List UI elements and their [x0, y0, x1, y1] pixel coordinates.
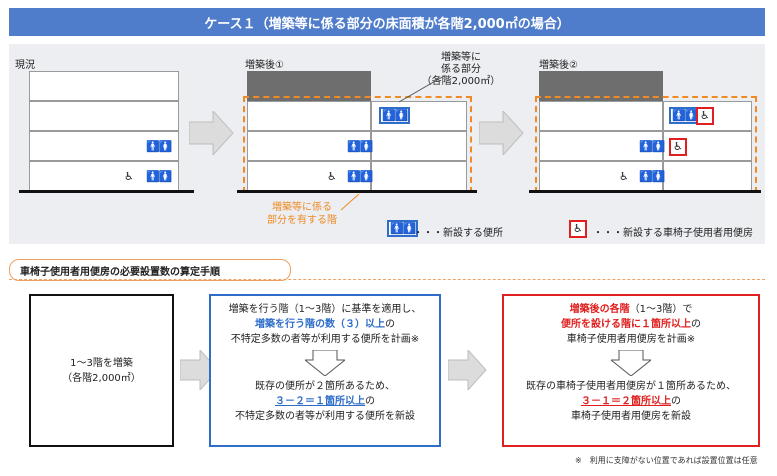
- existing-toilet-icon: 🚹🚺: [347, 140, 373, 153]
- suffix-text: の: [365, 396, 375, 407]
- arrow-right-icon: [189, 111, 234, 155]
- existing-toilet-icon: 🚹🚺: [146, 170, 172, 183]
- procedure-section-title: 車椅子使用者用便房の必要設置数の算定手順: [9, 259, 291, 281]
- step-wheelchair-box: 増築後の各階（1～3階）で 便所を設ける階に１箇所以上の 車椅子使用者用便房を計…: [502, 294, 760, 447]
- step-wheelchair-line: 既存の車椅子使用者用便房が１箇所あるため、: [526, 381, 736, 392]
- section-divider: [9, 279, 765, 280]
- building-diagram-panel: 現況 🚹🚺 ♿ 🚹🚺 増築後① 🚹🚺 🚹🚺 ♿ 🚹🚺 増築等に 係る部分 （各階…: [9, 44, 765, 244]
- legend-wheelchair-icon: ♿: [569, 220, 587, 238]
- after2-label: 増築後②: [539, 60, 578, 71]
- current-floor-2: [29, 131, 179, 161]
- step-wheelchair-line: 車椅子使用者用便房を新設: [571, 411, 691, 422]
- new-wheelchair-toilet-icon: ♿: [669, 138, 687, 156]
- step-toilet-line: 増築を行う階（1～3階）に基準を適用し、: [228, 304, 422, 315]
- suffix-text: の: [671, 396, 681, 407]
- legend-toilet-icon: 🚹🚺: [387, 220, 419, 237]
- arrow-down-icon: [305, 350, 345, 376]
- suffix-text: の: [385, 319, 395, 330]
- ground-line: [19, 190, 194, 193]
- extension-area-label: 増築等に 係る部分 （各階2,000㎡）: [411, 52, 511, 88]
- highlight-text: 増築を行う階の数（３）以上: [255, 319, 385, 330]
- legend-new-wheelchair-toilet: ・・・新設する車椅子使用者用便房: [593, 228, 753, 239]
- after2-floor-3: [539, 101, 663, 131]
- step-toilet-line: 既存の便所が２箇所あるため、: [255, 381, 395, 392]
- floor-callout-line: 増築等に係る: [272, 202, 332, 213]
- callout-line: [340, 193, 360, 211]
- arrow-down-icon: [611, 350, 651, 376]
- step-start-line: 1～3階を増築: [70, 357, 133, 369]
- new-toilet-icon: 🚹🚺: [669, 107, 701, 124]
- floor-callout-line: 部分を有する階: [267, 215, 337, 226]
- after2-floor-2: [539, 131, 663, 161]
- existing-wheelchair-icon: ♿: [327, 170, 337, 183]
- suffix-text: の: [691, 319, 701, 330]
- callout-line: [398, 75, 445, 103]
- existing-toilet-icon: 🚹🚺: [146, 140, 172, 153]
- step-wheelchair-line: 車椅子使用者用便房を計画※: [566, 334, 696, 345]
- highlight-text: ３－２＝１箇所以上: [275, 396, 365, 407]
- legend-new-toilet: ・・・新設する便所: [413, 228, 503, 239]
- after1-ext-floor-2: [371, 131, 467, 161]
- floor-callout-label: 増築等に係る 部分を有する階: [267, 201, 337, 227]
- ground-line: [237, 190, 477, 193]
- step-start-line: （各階2,000㎡）: [62, 372, 141, 384]
- highlight-text: 便所を設ける階に１箇所以上: [561, 319, 691, 330]
- highlight-text: 増築後の各階: [569, 304, 630, 315]
- current-label: 現況: [15, 60, 35, 71]
- footnote: ※ 利用に支障がない位置であれば設置位置は任意: [575, 456, 758, 465]
- extension-label-line: （各階2,000㎡）: [421, 76, 501, 87]
- step-start-box: 1～3階を増築 （各階2,000㎡）: [29, 294, 174, 447]
- step-wheelchair-line: ３－１＝２箇所以上の: [504, 394, 758, 409]
- arrow-right-icon: [448, 350, 487, 390]
- extension-label-line: 係る部分: [441, 64, 481, 75]
- arrow-right-icon: [479, 111, 524, 155]
- after1-label: 増築後①: [245, 60, 284, 71]
- current-floor-1: [29, 161, 179, 191]
- current-floor-4: [29, 71, 179, 101]
- existing-toilet-icon: 🚹🚺: [639, 140, 665, 153]
- existing-toilet-icon: 🚹🚺: [347, 170, 373, 183]
- step-toilet-line: ３－２＝１箇所以上の: [211, 394, 439, 409]
- after1-floor-3: [247, 101, 371, 131]
- step-toilet-box: 増築を行う階（1～3階）に基準を適用し、 増築を行う階の数（３）以上の 不特定多…: [209, 294, 441, 447]
- step-toilet-line: 不特定多数の者等が利用する便所を計画※: [230, 334, 420, 345]
- step-toilet-line: 増築を行う階の数（３）以上の: [211, 317, 439, 332]
- existing-wheelchair-icon: ♿: [619, 170, 629, 183]
- step-toilet-line: 不特定多数の者等が利用する便所を新設: [235, 411, 415, 422]
- step-wheelchair-line: 増築後の各階（1～3階）で: [504, 302, 758, 317]
- existing-toilet-icon: 🚹🚺: [639, 170, 665, 183]
- new-wheelchair-toilet-icon: ♿: [696, 107, 714, 125]
- ground-line: [529, 190, 761, 193]
- after2-floor-1: [539, 161, 663, 191]
- plain-text: （1～3階）で: [629, 304, 693, 315]
- case-title: ケース１（増築等に係る部分の床面積が各階2,000㎡の場合）: [9, 8, 765, 36]
- after1-floor-2: [247, 131, 371, 161]
- new-toilet-icon: 🚹🚺: [379, 107, 411, 124]
- current-floor-3: [29, 101, 179, 131]
- existing-wheelchair-icon: ♿: [124, 170, 134, 183]
- step-wheelchair-line: 便所を設ける階に１箇所以上の: [504, 317, 758, 332]
- highlight-text: ３－１＝２箇所以上: [581, 396, 671, 407]
- extension-label-line: 増築等に: [441, 52, 481, 63]
